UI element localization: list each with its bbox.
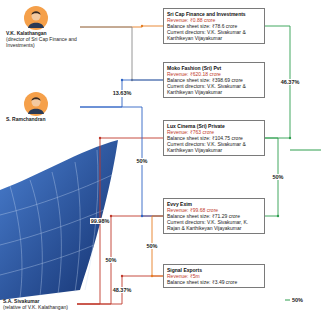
- node-detail: Balance sheet size: ₹3.49 crore: [167, 279, 261, 285]
- node-title: Lux Cinema (Sri) Private: [167, 123, 261, 129]
- ownership-connector: [80, 27, 163, 80]
- ownership-connector: [80, 80, 163, 107]
- person-icon: [24, 6, 48, 30]
- company-box: Moko Fashion (Sri) PvtRevenue: ₹620.18 c…: [163, 62, 265, 98]
- stake-label: 50%: [104, 257, 117, 263]
- ownership-connector: [80, 107, 163, 216]
- stake-label: 50%: [145, 243, 158, 249]
- node-title: Moko Fashion (Sri) Pvt: [167, 65, 261, 71]
- person-node: V.K. Kalathangan(director of Sri Cap Fin…: [6, 6, 80, 48]
- company-box: Lux Cinema (Sri) PrivateRevenue: ₹763 cr…: [163, 120, 265, 156]
- person-node: S. Ramchandran: [6, 92, 80, 122]
- node-detail: Revenue: ₹0.88 crore: [167, 17, 261, 23]
- person-node: S.A. Sivakumar(relative of V.K. Kalathan…: [3, 298, 77, 310]
- person-icon: [24, 92, 48, 116]
- node-detail: Balance sheet size: ₹104.75 crore: [167, 135, 261, 141]
- junction-dot: [121, 275, 123, 277]
- junction-dot: [141, 25, 143, 27]
- exit-line: [290, 150, 321, 151]
- node-detail: Current directors: V.K. Sivakumar & Kart…: [167, 29, 261, 41]
- stake-label: 46.37%: [280, 79, 301, 85]
- junction-dot: [289, 137, 291, 139]
- ownership-connector: [77, 276, 163, 304]
- junction-dot: [99, 137, 101, 139]
- junction-dot: [151, 275, 153, 277]
- stake-label: 50%: [291, 297, 304, 303]
- stake-label: 99.98%: [90, 218, 111, 224]
- node-detail: Revenue: ₹99.68 crore: [167, 207, 261, 213]
- node-title: S. Ramchandran: [6, 116, 80, 122]
- node-detail: (relative of V.K. Kalathangan): [3, 304, 77, 310]
- ownership-connector: [77, 216, 163, 304]
- exit-line: [285, 300, 290, 301]
- node-detail: (director of Sri Cap Finance and Investm…: [6, 36, 80, 48]
- node-title: V.K. Kalathangan: [6, 30, 80, 36]
- node-detail: Balance sheet size: ₹71.29 crore: [167, 213, 261, 219]
- node-title: Signal Exports: [167, 267, 261, 273]
- stake-label: 50%: [271, 174, 284, 180]
- stake-label: 48.37%: [112, 287, 133, 293]
- stake-label: 50%: [135, 158, 148, 164]
- junction-dot: [110, 215, 112, 217]
- node-detail: Current directors: V.K. Sivakumar & Kart…: [167, 141, 261, 153]
- node-detail: Revenue: ₹620.18 crore: [167, 71, 261, 77]
- node-detail: Balance sheet size: ₹398.69 crore: [167, 77, 261, 83]
- node-detail: Current directors: V.K. Sivakumar & Kart…: [167, 83, 261, 95]
- node-title: Sri Cap Finance and Investments: [167, 11, 261, 17]
- node-title: Evvy Exim: [167, 201, 261, 207]
- node-detail: Revenue: ₹763 crore: [167, 129, 261, 135]
- junction-dot: [121, 79, 123, 81]
- junction-dot: [141, 215, 143, 217]
- company-box: Evvy EximRevenue: ₹99.68 croreBalance sh…: [163, 198, 265, 234]
- node-detail: Current directors: V.K. Sivakumar, K. Ra…: [167, 219, 261, 231]
- stake-label: 13.63%: [112, 90, 133, 96]
- junction-dot: [277, 215, 279, 217]
- ownership-connector: [77, 138, 163, 304]
- company-box: Sri Cap Finance and InvestmentsRevenue: …: [163, 8, 265, 44]
- node-detail: Revenue: ₹5m: [167, 273, 261, 279]
- mesh-lines: [0, 150, 112, 298]
- node-detail: Balance sheet size: ₹78.6 crore: [167, 23, 261, 29]
- node-title: S.A. Sivakumar: [3, 298, 77, 304]
- company-box: Signal ExportsRevenue: ₹5mBalance sheet …: [163, 264, 265, 288]
